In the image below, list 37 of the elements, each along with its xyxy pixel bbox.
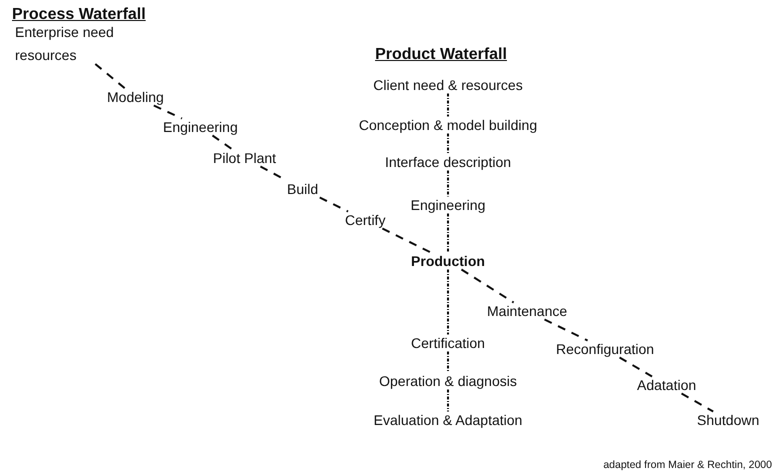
step-label: Shutdown xyxy=(697,408,760,432)
step-label: Maintenance xyxy=(487,300,568,322)
connector-line xyxy=(447,214,449,252)
connector-line xyxy=(447,170,449,196)
step-label: Build xyxy=(287,178,318,200)
section-heading: Product Waterfall xyxy=(375,46,507,64)
source-note: adapted from Maier & Rechtin, 2000 xyxy=(603,459,772,472)
connector-line xyxy=(447,94,449,116)
diagram-title: Process Waterfall xyxy=(12,6,146,24)
connector-line xyxy=(153,104,182,120)
step-label: Conception & model building xyxy=(358,114,538,136)
step-label: Modeling xyxy=(107,86,164,108)
step-label: Evaluation & Adaptation xyxy=(374,408,522,432)
step-label: Operation & diagnosis xyxy=(379,370,517,392)
step-label: Interface description xyxy=(384,150,512,174)
step-label: Engineering xyxy=(410,194,486,216)
connector-line xyxy=(447,270,449,334)
connector-line xyxy=(212,134,233,150)
connector-line xyxy=(447,134,449,154)
step-label: Pilot Plant xyxy=(213,146,276,170)
step-label: Client need & resources xyxy=(373,74,523,96)
connector-line xyxy=(544,318,588,342)
connector-line xyxy=(382,228,432,254)
connector-line xyxy=(319,196,348,212)
connector-line xyxy=(619,356,653,378)
step-label: Reconfiguration xyxy=(556,338,654,360)
step-label: Engineering xyxy=(163,116,238,138)
connector-line xyxy=(460,268,514,304)
connector-line xyxy=(94,63,126,90)
connector-line xyxy=(681,392,714,412)
step-label: Adatation xyxy=(637,374,696,396)
step-label: Production xyxy=(411,250,485,272)
connector-line xyxy=(447,352,449,372)
step-label: Certify xyxy=(345,208,386,232)
connector-line xyxy=(447,390,449,412)
step-label: Certification xyxy=(411,332,485,354)
step-label: Enterprise need resources xyxy=(15,21,127,67)
